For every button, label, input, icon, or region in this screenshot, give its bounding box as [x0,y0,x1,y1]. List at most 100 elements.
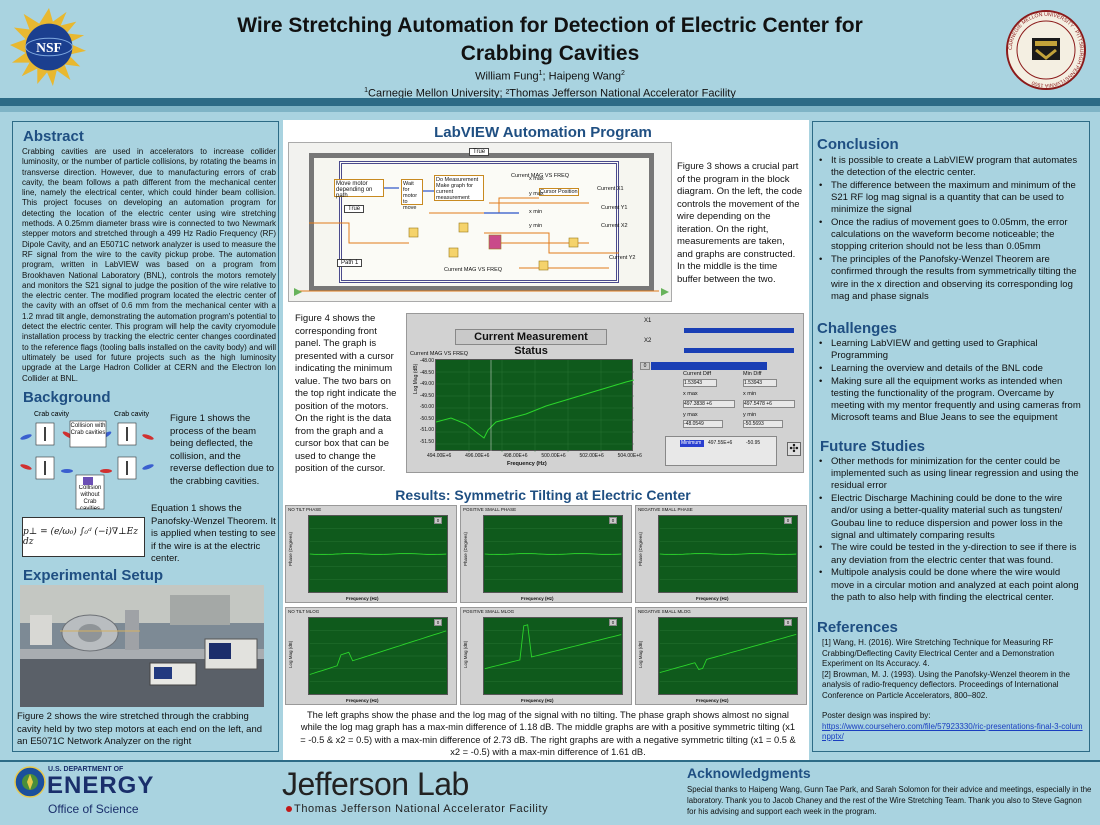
x2-bar[interactable] [684,348,794,353]
references-heading: References [817,619,898,636]
status-ylabel: Log Mag (dB) [413,363,419,394]
result-graph-title: NEGATIVE SMALL PHASE [638,507,693,512]
conclusion-list: It is possible to create a LabVIEW progr… [813,155,1085,303]
result-graph-plot [308,617,448,695]
doe-seal-icon [14,766,46,798]
title-line-2: Crabbing Cavities [460,42,640,65]
result-graph-plot [308,515,448,593]
cursor-y[interactable]: -50.95 [746,440,761,446]
result-graph-trace [309,552,447,556]
title-line-1: Wire Stretching Automation for Detection… [237,14,863,37]
y-tick: -48.00 [419,358,434,364]
y-tick: -49.50 [419,392,434,399]
block-label-ymax: y max [529,191,544,197]
crab-cavity-figure: Crab cavity Crab cavity Collision with C… [20,411,154,510]
min-diff-value: 1.53943 [743,379,777,387]
future-item: The wire could be tested in the y-direct… [813,542,1085,566]
reference-link[interactable]: https://www.coursehero.com/file/57923330… [822,721,1083,742]
xmin-label: x min [743,391,757,397]
cursor-move-icon[interactable]: ✣ [787,442,801,456]
x-tick: 498.00E+6 [503,453,528,459]
future-list: Other methods for minimization for the c… [813,456,1085,604]
block-label-path: Path 1 [337,259,363,267]
result-graph-ylabel: Phase (Degrees) [288,531,293,566]
block-label-xmax: x max [529,176,544,182]
fig-collision-with: Collision with Crab cavities [70,423,106,436]
y-tick: -50.00 [419,404,434,410]
xmax-value: 497.3838 +6 [683,400,735,408]
x1-label: X1 [644,318,652,324]
future-item: Other methods for minimization for the c… [813,456,1085,493]
inspired-note: Poster design was inspired by: [822,711,931,720]
ymax-value: -48.0549 [683,420,723,428]
y-tick: -48.50 [419,369,434,376]
result-graph-ylabel: Log Mag (dB) [463,640,468,668]
cursor-box[interactable]: Minimum 497.55E+6 -50.95 [665,436,777,466]
ack-heading: Acknowledgments [687,765,811,781]
result-graph-xlabel: Frequency (Hz) [696,698,729,703]
ymin-label: y min [743,412,757,418]
result-graph-title: POSITIVE SMALL MLOG [463,609,515,614]
result-graph-xlabel: Frequency (Hz) [346,596,379,601]
jlab-name: Jefferson Lab [282,766,469,802]
block-label-mag-freq-2: Current MAG VS FREQ [444,267,503,273]
zero-indicator: 0 [640,362,650,370]
references-body: [1] Wang, H. (2016). Wire Stretching Tec… [822,638,1084,743]
current-diff-label: Current Diff [683,371,712,377]
doe-energy: ENERGY [47,772,155,799]
block-label-y2: Current Y2 [609,255,636,261]
fig-crab-left: Crab cavity [34,411,70,418]
author-1: William Fung [475,70,539,83]
x1-bar[interactable] [684,328,794,333]
fig4-caption: Figure 4 shows the corresponding front p… [295,313,397,474]
panel-title: Current Measurement Status [455,329,607,357]
eq1-caption: Equation 1 shows the Panofsky-Wenzel The… [151,503,276,564]
result-graph-title: POSITIVE SMALL PHASE [463,507,517,512]
cursor-name[interactable]: Minimum [680,440,704,447]
result-graph-title: NO TILT MLOG [288,609,320,614]
result-graph-trace [484,624,622,670]
result-graph-trace [659,552,797,556]
block-diagram: Move motor depending on path Wait for mo… [288,142,672,302]
result-graph-xlabel: Frequency (Hz) [521,698,554,703]
result-graph-ylabel: Phase (Degrees) [463,531,468,566]
block-label-measurement: Do Measurement Make graph for current me… [434,175,484,201]
status-y-ticks: -48.00-48.50-49.00-49.50-50.00-50.50-51.… [409,356,434,448]
result-graph-xlabel: Frequency (Hz) [346,698,379,703]
nsf-logo-text: NSF [36,40,62,55]
ymax-label: y max [683,412,698,418]
fig1-caption: Figure 1 shows the process of the beam b… [170,413,275,487]
min-diff-label: Min Diff [743,371,762,377]
authors: William Fung1; Haipeng Wang2 1Carnegie M… [364,70,736,100]
header-band-light [0,106,1100,112]
block-label-x2: Current X2 [601,223,628,229]
background-heading: Background [23,389,111,406]
conclusion-heading: Conclusion [817,136,899,153]
block-label-ymin: y min [529,223,543,229]
cursor-x[interactable]: 497.55E+6 [708,440,733,446]
result-graph-plot [483,515,623,593]
result-graph: NO TILT MLOG Log Mag (dB) Frequency (Hz) 0 [285,607,457,705]
reference-2: [2] Browman, M. J. (1993). Using the Pan… [822,669,1070,700]
block-label-true: True [344,205,365,213]
result-graph-plot [483,617,623,695]
result-graph-title: NEGATIVE SMALL MLOG [638,609,691,614]
status-plot [435,359,635,452]
y-tick: -51.00 [419,427,434,433]
author-2: ; Haipeng Wang [542,70,622,83]
result-graph-trace [484,552,622,556]
fig-collision-without: Collision without Crab cavities [78,485,102,509]
block-label-true-2: True [469,148,490,156]
reference-1: [1] Wang, H. (2016). Wire Stretching Tec… [822,638,1055,668]
result-graph-ylabel: Log Mag (dB) [288,640,293,668]
result-graph-zero: 0 [784,619,792,626]
result-graph-zero: 0 [434,619,442,626]
y-tick: -49.00 [419,381,434,387]
header-band [0,98,1100,106]
results-heading: Results: Symmetric Tilting at Electric C… [395,487,691,503]
poster-header [0,0,1100,96]
challenge-item: Making sure all the equipment works as i… [813,376,1085,425]
